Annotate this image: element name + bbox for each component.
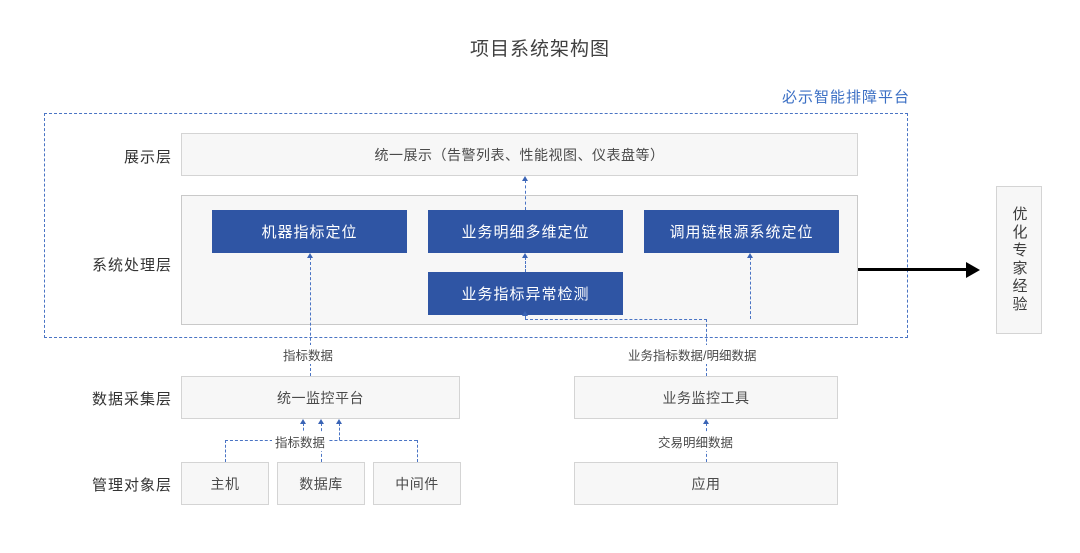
- collection-unified-monitor-platform-box[interactable]: 统一监控平台: [181, 376, 460, 419]
- managed-database-box[interactable]: 数据库: [277, 462, 365, 505]
- output-arrow-head-icon: [966, 261, 980, 278]
- connector-bizmonitor-to-trace: [750, 257, 751, 319]
- arrow-application-to-bizmonitor-icon: [702, 419, 709, 424]
- arrow-metric-up-right-icon: [335, 419, 342, 424]
- module-business-detail-multidim-locating[interactable]: 业务明细多维定位: [428, 210, 623, 253]
- managed-middleware-box[interactable]: 中间件: [373, 462, 461, 505]
- output-expert-experience-box[interactable]: 优化专家经验: [996, 186, 1042, 334]
- output-expert-experience-label: 优化专家经验: [1010, 206, 1028, 314]
- connector-processing-to-presentation: [525, 180, 526, 210]
- arrow-anomaly-to-multidim-icon: [521, 253, 528, 258]
- module-machine-metric-locating[interactable]: 机器指标定位: [212, 210, 407, 253]
- layer-label-collection: 数据采集层: [91, 391, 172, 408]
- managed-application-box[interactable]: 应用: [574, 462, 838, 505]
- connector-bizmonitor-to-anomaly-stub: [525, 315, 526, 320]
- layer-label-managed: 管理对象层: [91, 477, 172, 494]
- arrow-metric-up-left-icon: [299, 419, 306, 424]
- presentation-unified-display-box[interactable]: 统一展示（告警列表、性能视图、仪表盘等）: [181, 133, 858, 176]
- arrow-monitor-to-machine-metric-icon: [306, 253, 313, 258]
- arrow-bizmonitor-to-anomaly-icon: [521, 311, 528, 316]
- managed-host-box[interactable]: 主机: [181, 462, 269, 505]
- connector-label-txn-detail: 交易明细数据: [655, 432, 737, 451]
- connector-bizmonitor-branch-horizontal: [525, 319, 707, 320]
- arrow-metric-up-mid-icon: [317, 419, 324, 424]
- connector-anomaly-to-multidim: [525, 257, 526, 272]
- connector-monitor-to-machine-metric: [310, 257, 311, 376]
- platform-label: 必示智能排障平台: [781, 89, 910, 106]
- layer-label-presentation: 展示层: [123, 149, 172, 166]
- module-business-metric-anomaly-detection[interactable]: 业务指标异常检测: [428, 272, 623, 315]
- connector-label-metric-data-upper: 指标数据: [280, 345, 337, 364]
- connector-host-riser: [225, 440, 226, 462]
- platform-boundary: [44, 113, 908, 338]
- output-arrow-line: [858, 268, 968, 271]
- page-title: 项目系统架构图: [469, 39, 610, 60]
- connector-metric-up-left: [303, 423, 304, 440]
- arrow-bizmonitor-to-trace-icon: [746, 253, 753, 258]
- module-trace-root-system-locating[interactable]: 调用链根源系统定位: [644, 210, 839, 253]
- connector-middleware-riser: [417, 440, 418, 462]
- connector-label-biz-metric-detail: 业务指标数据/明细数据: [625, 345, 760, 364]
- connector-label-metric-data-lower: 指标数据: [272, 432, 329, 451]
- arrow-processing-to-presentation-icon: [521, 176, 528, 181]
- layer-label-processing: 系统处理层: [91, 257, 172, 274]
- connector-metric-up-right: [339, 423, 340, 440]
- collection-business-monitor-tool-box[interactable]: 业务监控工具: [574, 376, 838, 419]
